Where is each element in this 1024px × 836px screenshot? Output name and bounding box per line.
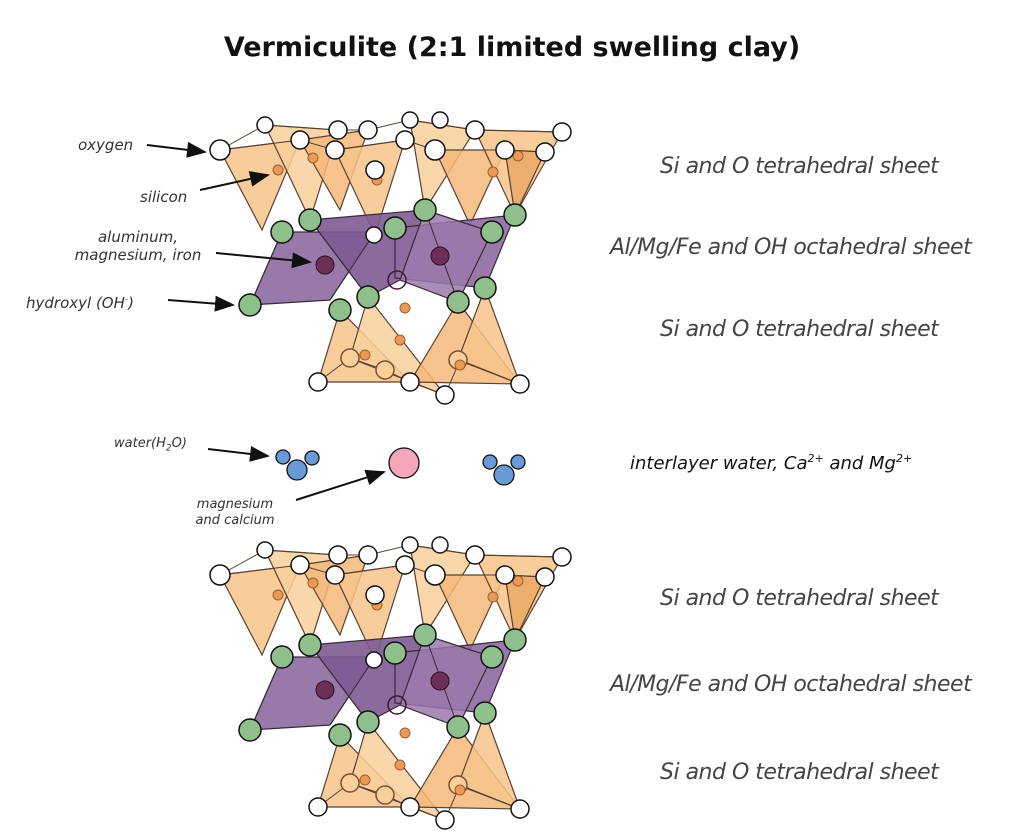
oxygen-arrow [146,141,207,158]
bottom-clay-layer [209,536,572,830]
water-close: O) [171,436,187,451]
label-magnesium-line2: and calcium [195,513,275,528]
label-aluminum-line1: aluminum, [97,228,179,246]
label-bottom-tetrahedral-sheet-2: Si and O tetrahedral sheet [660,760,939,785]
water-text: water(H [114,436,166,451]
diagram-title: Vermiculite (2:1 limited swelling clay) [223,32,801,63]
cation-arrow [295,469,386,501]
silicon-arrow [199,171,270,191]
label-hydroxyl: hydroxyl (OH-) [26,291,134,312]
label-magnesium-calcium: magnesium and calcium [180,497,290,529]
label-bottom-tetrahedral-sheet-1: Si and O tetrahedral sheet [660,586,939,611]
hydroxyl-charge: - [124,295,129,305]
water-arrow [207,445,270,462]
hydroxyl-close: ) [128,294,134,312]
label-aluminum-magnesium-iron: aluminum, magnesium, iron [68,228,208,264]
water-subscript: 2 [165,443,172,454]
interlayer-charge-a: 2+ [807,452,824,465]
cation-magnesium-calcium [388,447,420,479]
label-top-tetrahedral-sheet-1: Si and O tetrahedral sheet [660,154,939,179]
label-top-octahedral-sheet: Al/Mg/Fe and OH octahedral sheet [610,235,972,260]
water-molecule-left [275,449,320,481]
water-molecule-right [482,454,526,486]
hydroxyl-arrow [167,295,235,312]
label-top-tetrahedral-sheet-2: Si and O tetrahedral sheet [660,317,939,342]
label-bottom-octahedral-sheet: Al/Mg/Fe and OH octahedral sheet [610,672,972,697]
label-oxygen: oxygen [78,136,134,154]
label-interlayer: interlayer water, Ca2+ and Mg2+ [630,452,912,474]
hydroxyl-text: hydroxyl (OH [26,294,125,312]
label-aluminum-line2: magnesium, iron [74,246,202,264]
interlayer-charge-b: 2+ [895,452,913,465]
label-water: water(H2O) [114,436,187,457]
label-magnesium-line1: magnesium [196,497,274,512]
aluminum-arrow [215,252,312,269]
interlayer-text-a: interlayer water, Ca [630,453,808,474]
interlayer-text-b: and Mg [823,453,896,474]
label-silicon: silicon [140,188,188,206]
